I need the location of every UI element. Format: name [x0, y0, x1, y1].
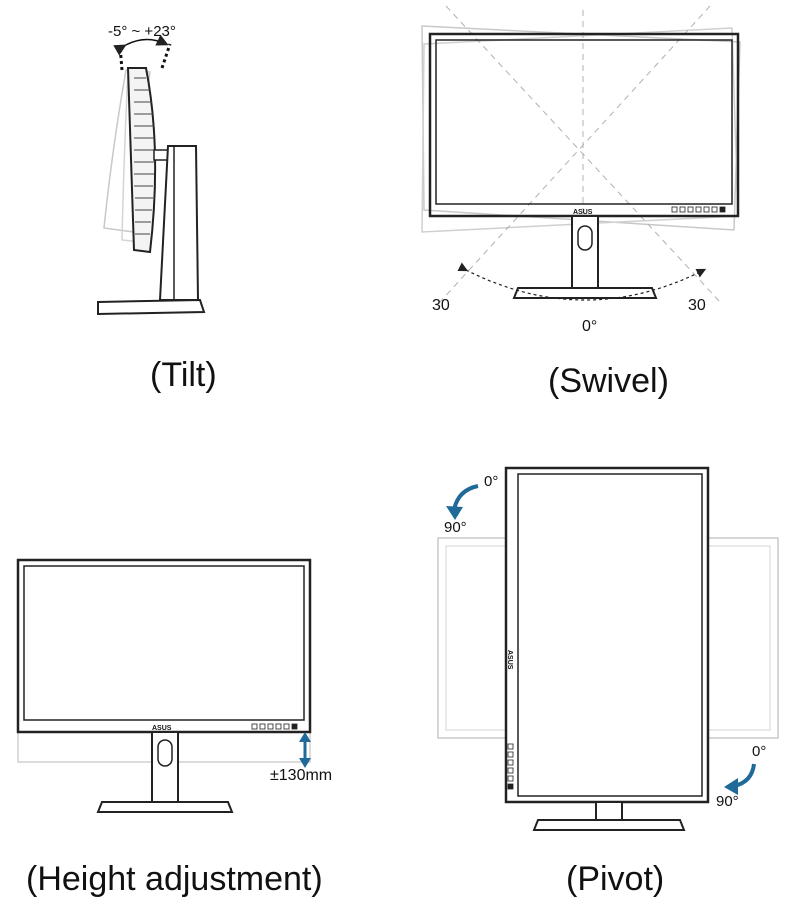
pivot-bottom-end: 90° [716, 793, 739, 810]
tilt-caption: (Tilt) [150, 356, 217, 394]
tilt-diagram: -5° ~ +23° [97, 23, 206, 316]
double-arrow-icon [299, 732, 311, 768]
swivel-diagram: ASUS 30 30 0° [421, 5, 741, 335]
pivot-brand: ASUS [506, 650, 513, 670]
pivot-diagram: ASUS 0° 90° 0° 90° [437, 466, 779, 831]
swivel-center-angle: 0° [582, 318, 597, 335]
height-brand: ASUS [152, 725, 172, 732]
height-diagram: ASUS ±130mm [16, 558, 332, 813]
tilt-range-label: -5° ~ +23° [108, 23, 176, 40]
pivot-top-start: 0° [484, 473, 498, 490]
height-range-label: ±130mm [270, 767, 332, 784]
swivel-right-angle: 30 [688, 297, 706, 314]
swivel-brand: ASUS [573, 209, 593, 216]
swivel-caption: (Swivel) [548, 362, 669, 400]
pivot-top-end: 90° [444, 519, 467, 536]
curved-arrow-icon-bottom [724, 763, 756, 795]
swivel-left-angle: 30 [432, 297, 450, 314]
curved-arrow-icon [446, 484, 479, 520]
height-caption: (Height adjustment) [26, 860, 323, 898]
pivot-caption: (Pivot) [566, 860, 665, 898]
pivot-bottom-start: 0° [752, 743, 766, 760]
